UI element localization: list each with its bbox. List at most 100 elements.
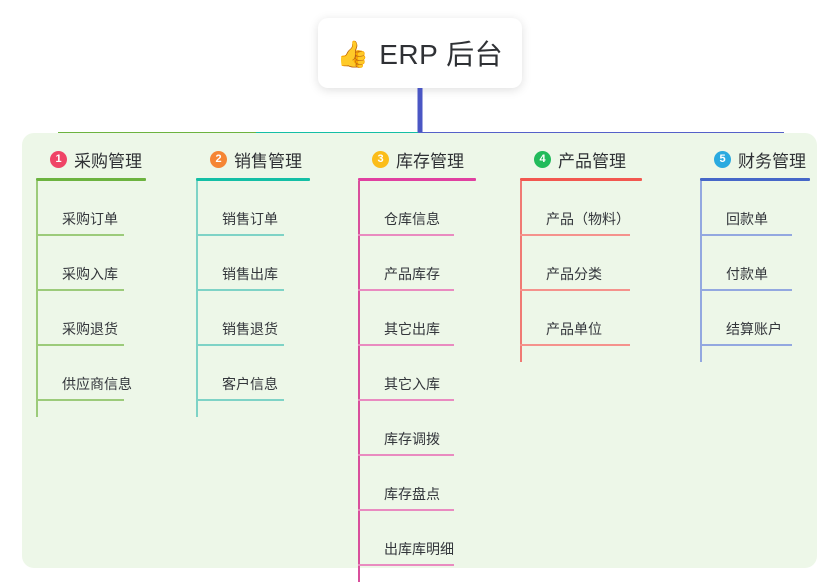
module-item[interactable]: 产品库存 <box>358 236 476 291</box>
module-item-rule <box>36 344 124 346</box>
modules-panel <box>22 133 817 568</box>
column-header[interactable]: 5 财务管理 <box>700 144 810 174</box>
column-header-rule <box>700 178 810 181</box>
module-item-label: 出库库明细 <box>384 541 454 557</box>
column-title: 产品管理 <box>558 151 626 171</box>
module-item-rule <box>358 564 454 566</box>
module-item-rule <box>196 399 284 401</box>
module-item-label: 产品库存 <box>384 266 440 282</box>
module-item-label: 其它入库 <box>384 376 440 392</box>
module-item-label: 供应商信息 <box>62 376 132 392</box>
module-item-rule <box>36 234 124 236</box>
module-item-label: 其它出库 <box>384 321 440 337</box>
module-item-label: 销售出库 <box>222 266 278 282</box>
column-title: 库存管理 <box>396 151 464 171</box>
module-item-rule <box>700 234 792 236</box>
column-number-badge: 4 <box>534 150 551 168</box>
column-items: 回款单付款单结算账户 <box>700 181 810 362</box>
column-header[interactable]: 1 采购管理 <box>36 144 146 174</box>
module-item[interactable]: 客户信息 <box>196 346 310 401</box>
module-item[interactable]: 销售出库 <box>196 236 310 291</box>
column-items: 仓库信息产品库存其它出库其它入库库存调拨库存盘点出库库明细 <box>358 181 476 582</box>
module-item-label: 库存盘点 <box>384 486 440 502</box>
column-header[interactable]: 4 产品管理 <box>520 144 642 174</box>
module-item[interactable]: 付款单 <box>700 236 810 291</box>
module-item-rule <box>36 399 124 401</box>
column-title: 销售管理 <box>234 151 302 171</box>
column-header-rule <box>520 178 642 181</box>
module-item[interactable]: 其它入库 <box>358 346 476 401</box>
column-title: 财务管理 <box>738 151 806 171</box>
column-title: 采购管理 <box>74 151 142 171</box>
column-spine <box>36 181 38 417</box>
module-column-库存管理: 3 库存管理仓库信息产品库存其它出库其它入库库存调拨库存盘点出库库明细 <box>358 144 476 582</box>
module-item[interactable]: 产品单位 <box>520 291 642 346</box>
module-item-label: 库存调拨 <box>384 431 440 447</box>
module-item[interactable]: 采购入库 <box>36 236 146 291</box>
column-header-rule <box>36 178 146 181</box>
module-item-rule <box>358 344 454 346</box>
module-item-rule <box>36 289 124 291</box>
column-header-rule <box>196 178 310 181</box>
module-item-rule <box>700 289 792 291</box>
module-item-label: 回款单 <box>726 211 768 227</box>
module-item[interactable]: 采购订单 <box>36 181 146 236</box>
column-number-badge: 1 <box>50 150 67 168</box>
module-item[interactable]: 销售订单 <box>196 181 310 236</box>
module-item[interactable]: 结算账户 <box>700 291 810 346</box>
module-column-采购管理: 1 采购管理采购订单采购入库采购退货供应商信息 <box>36 144 146 417</box>
module-item-rule <box>700 344 792 346</box>
module-item-label: 客户信息 <box>222 376 278 392</box>
module-item[interactable]: 库存调拨 <box>358 401 476 456</box>
module-item[interactable]: 回款单 <box>700 181 810 236</box>
column-spine <box>196 181 198 417</box>
module-item-rule <box>358 509 454 511</box>
column-number-badge: 5 <box>714 150 731 168</box>
column-header-rule <box>358 178 476 181</box>
module-item[interactable]: 产品（物料） <box>520 181 642 236</box>
module-item-label: 仓库信息 <box>384 211 440 227</box>
column-number-badge: 3 <box>372 150 389 168</box>
root-node-card[interactable]: 👍 ERP 后台 <box>318 18 522 88</box>
module-item-label: 采购入库 <box>62 266 118 282</box>
module-item-label: 采购退货 <box>62 321 118 337</box>
column-number-badge: 2 <box>210 150 227 168</box>
module-item-rule <box>520 344 630 346</box>
module-item-label: 产品单位 <box>546 321 602 337</box>
module-column-产品管理: 4 产品管理产品（物料） 产品分类产品单位 <box>520 144 642 362</box>
module-item-rule <box>196 234 284 236</box>
column-spine <box>520 181 522 362</box>
module-item[interactable]: 供应商信息 <box>36 346 146 401</box>
module-item[interactable]: 采购退货 <box>36 291 146 346</box>
column-header[interactable]: 2 销售管理 <box>196 144 310 174</box>
module-item-rule <box>358 234 454 236</box>
module-item-label: 销售订单 <box>222 211 278 227</box>
module-item[interactable]: 仓库信息 <box>358 181 476 236</box>
module-item-rule <box>520 289 630 291</box>
column-items: 采购订单采购入库采购退货供应商信息 <box>36 181 146 417</box>
module-column-销售管理: 2 销售管理销售订单销售出库销售退货客户信息 <box>196 144 310 417</box>
module-item[interactable]: 产品分类 <box>520 236 642 291</box>
module-item-rule <box>520 234 630 236</box>
module-item[interactable]: 库存盘点 <box>358 456 476 511</box>
module-item-label: 销售退货 <box>222 321 278 337</box>
module-item-label: 采购订单 <box>62 211 118 227</box>
module-item-label: 结算账户 <box>726 321 782 337</box>
module-item-rule <box>358 454 454 456</box>
module-item-rule <box>358 399 454 401</box>
module-item-rule <box>196 344 284 346</box>
column-items: 销售订单销售出库销售退货客户信息 <box>196 181 310 417</box>
module-item-rule <box>358 289 454 291</box>
root-node-title: ERP 后台 <box>379 39 504 70</box>
module-column-财务管理: 5 财务管理回款单付款单结算账户 <box>700 144 810 362</box>
module-item-label: 产品分类 <box>546 266 602 282</box>
module-item-label: 付款单 <box>726 266 768 282</box>
module-item[interactable]: 销售退货 <box>196 291 310 346</box>
module-item-label: 产品（物料） <box>546 211 630 227</box>
column-spine <box>358 181 360 582</box>
module-item-rule <box>196 289 284 291</box>
module-item[interactable]: 其它出库 <box>358 291 476 346</box>
column-header[interactable]: 3 库存管理 <box>358 144 476 174</box>
module-item[interactable]: 出库库明细 <box>358 511 476 566</box>
